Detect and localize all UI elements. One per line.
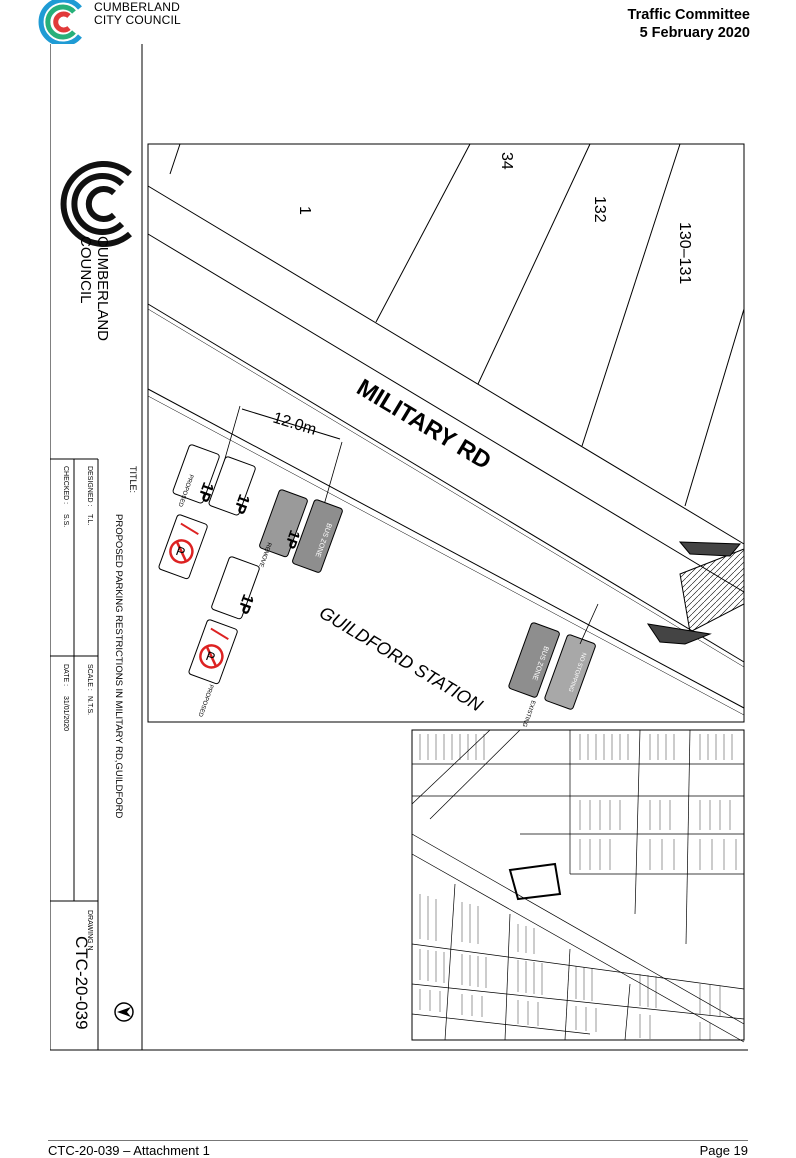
lot-132-label: 132 — [591, 196, 608, 223]
footer-page-number: Page 19 — [699, 1143, 748, 1158]
committee-heading: Traffic Committee 5 February 2020 — [628, 6, 750, 42]
footer-divider — [48, 1140, 748, 1141]
title-label: TITLE: — [128, 466, 138, 493]
date-label: DATE : — [62, 664, 69, 686]
committee-date: 5 February 2020 — [639, 25, 750, 41]
council-name-1: CUMBERLAND — [94, 236, 111, 341]
footer-attachment: CTC-20-039 – Attachment 1 — [48, 1143, 210, 1158]
council-logo-icon — [60, 161, 132, 247]
proposed-1p-sign-c: 1P — [211, 556, 260, 620]
no-parking-sign-b: P — [188, 619, 238, 685]
drawing-number: CTC-20-039 — [72, 936, 91, 1030]
site-plan: 1 34 132 130–131 MILITARY RD 12.0m GUILD… — [147, 143, 745, 728]
logo-line-1: CUMBERLAND — [94, 0, 181, 14]
sign-1p-text: 1P — [234, 592, 257, 617]
scale-value: N.T.S. — [86, 696, 93, 715]
logo-line-2: CITY COUNCIL — [94, 13, 181, 27]
proposed-1p-sign-a: 1P — [172, 444, 220, 504]
drawing-sheet: CUMBERLAND COUNCIL TITLE: PROPOSED PARKI… — [50, 44, 748, 1051]
designed-value: T.L. — [86, 514, 93, 525]
locality-map — [411, 729, 745, 1043]
north-arrow-icon — [114, 1002, 134, 1022]
pedestrian-crossing-icon — [646, 541, 745, 645]
no-parking-sign-a: P — [158, 514, 208, 580]
cumberland-logo-icon — [38, 0, 82, 44]
proposed-1p-sign-b: 1P — [208, 456, 256, 517]
lot-130-131-label: 130–131 — [676, 222, 693, 284]
drawing-number-label: DRAWING N — [86, 910, 93, 951]
council-name-2: COUNCIL — [77, 236, 94, 304]
lot-1-label: 1 — [296, 206, 313, 215]
header-logo-text: CUMBERLAND CITY COUNCIL — [94, 1, 181, 27]
existing-1p-sign-remove: 1P — [259, 489, 308, 558]
sign-1p-text: 1P — [281, 528, 303, 551]
site-location-marker — [508, 862, 562, 901]
checked-value: S.S. — [62, 514, 69, 527]
existing-bus-zone-sign-station: BUS ZONE — [508, 622, 560, 698]
date-value: 31/01/2020 — [62, 696, 69, 731]
committee-title: Traffic Committee — [627, 7, 750, 23]
scale-label: SCALE : — [86, 664, 93, 691]
existing-bus-zone-sign: BUS ZONE — [292, 499, 343, 573]
title-block: CUMBERLAND COUNCIL TITLE: PROPOSED PARKI… — [50, 44, 748, 1051]
sign-1p-text: 1P — [230, 492, 253, 517]
designed-label: DESIGNED : — [86, 466, 93, 507]
checked-label: CHECKED : — [62, 466, 69, 504]
drawing-title: PROPOSED PARKING RESTRICTIONS IN MILITAR… — [113, 514, 124, 819]
existing-no-stopping-sign: NO STOPPING — [544, 634, 596, 710]
lot-34-label: 34 — [498, 152, 515, 170]
